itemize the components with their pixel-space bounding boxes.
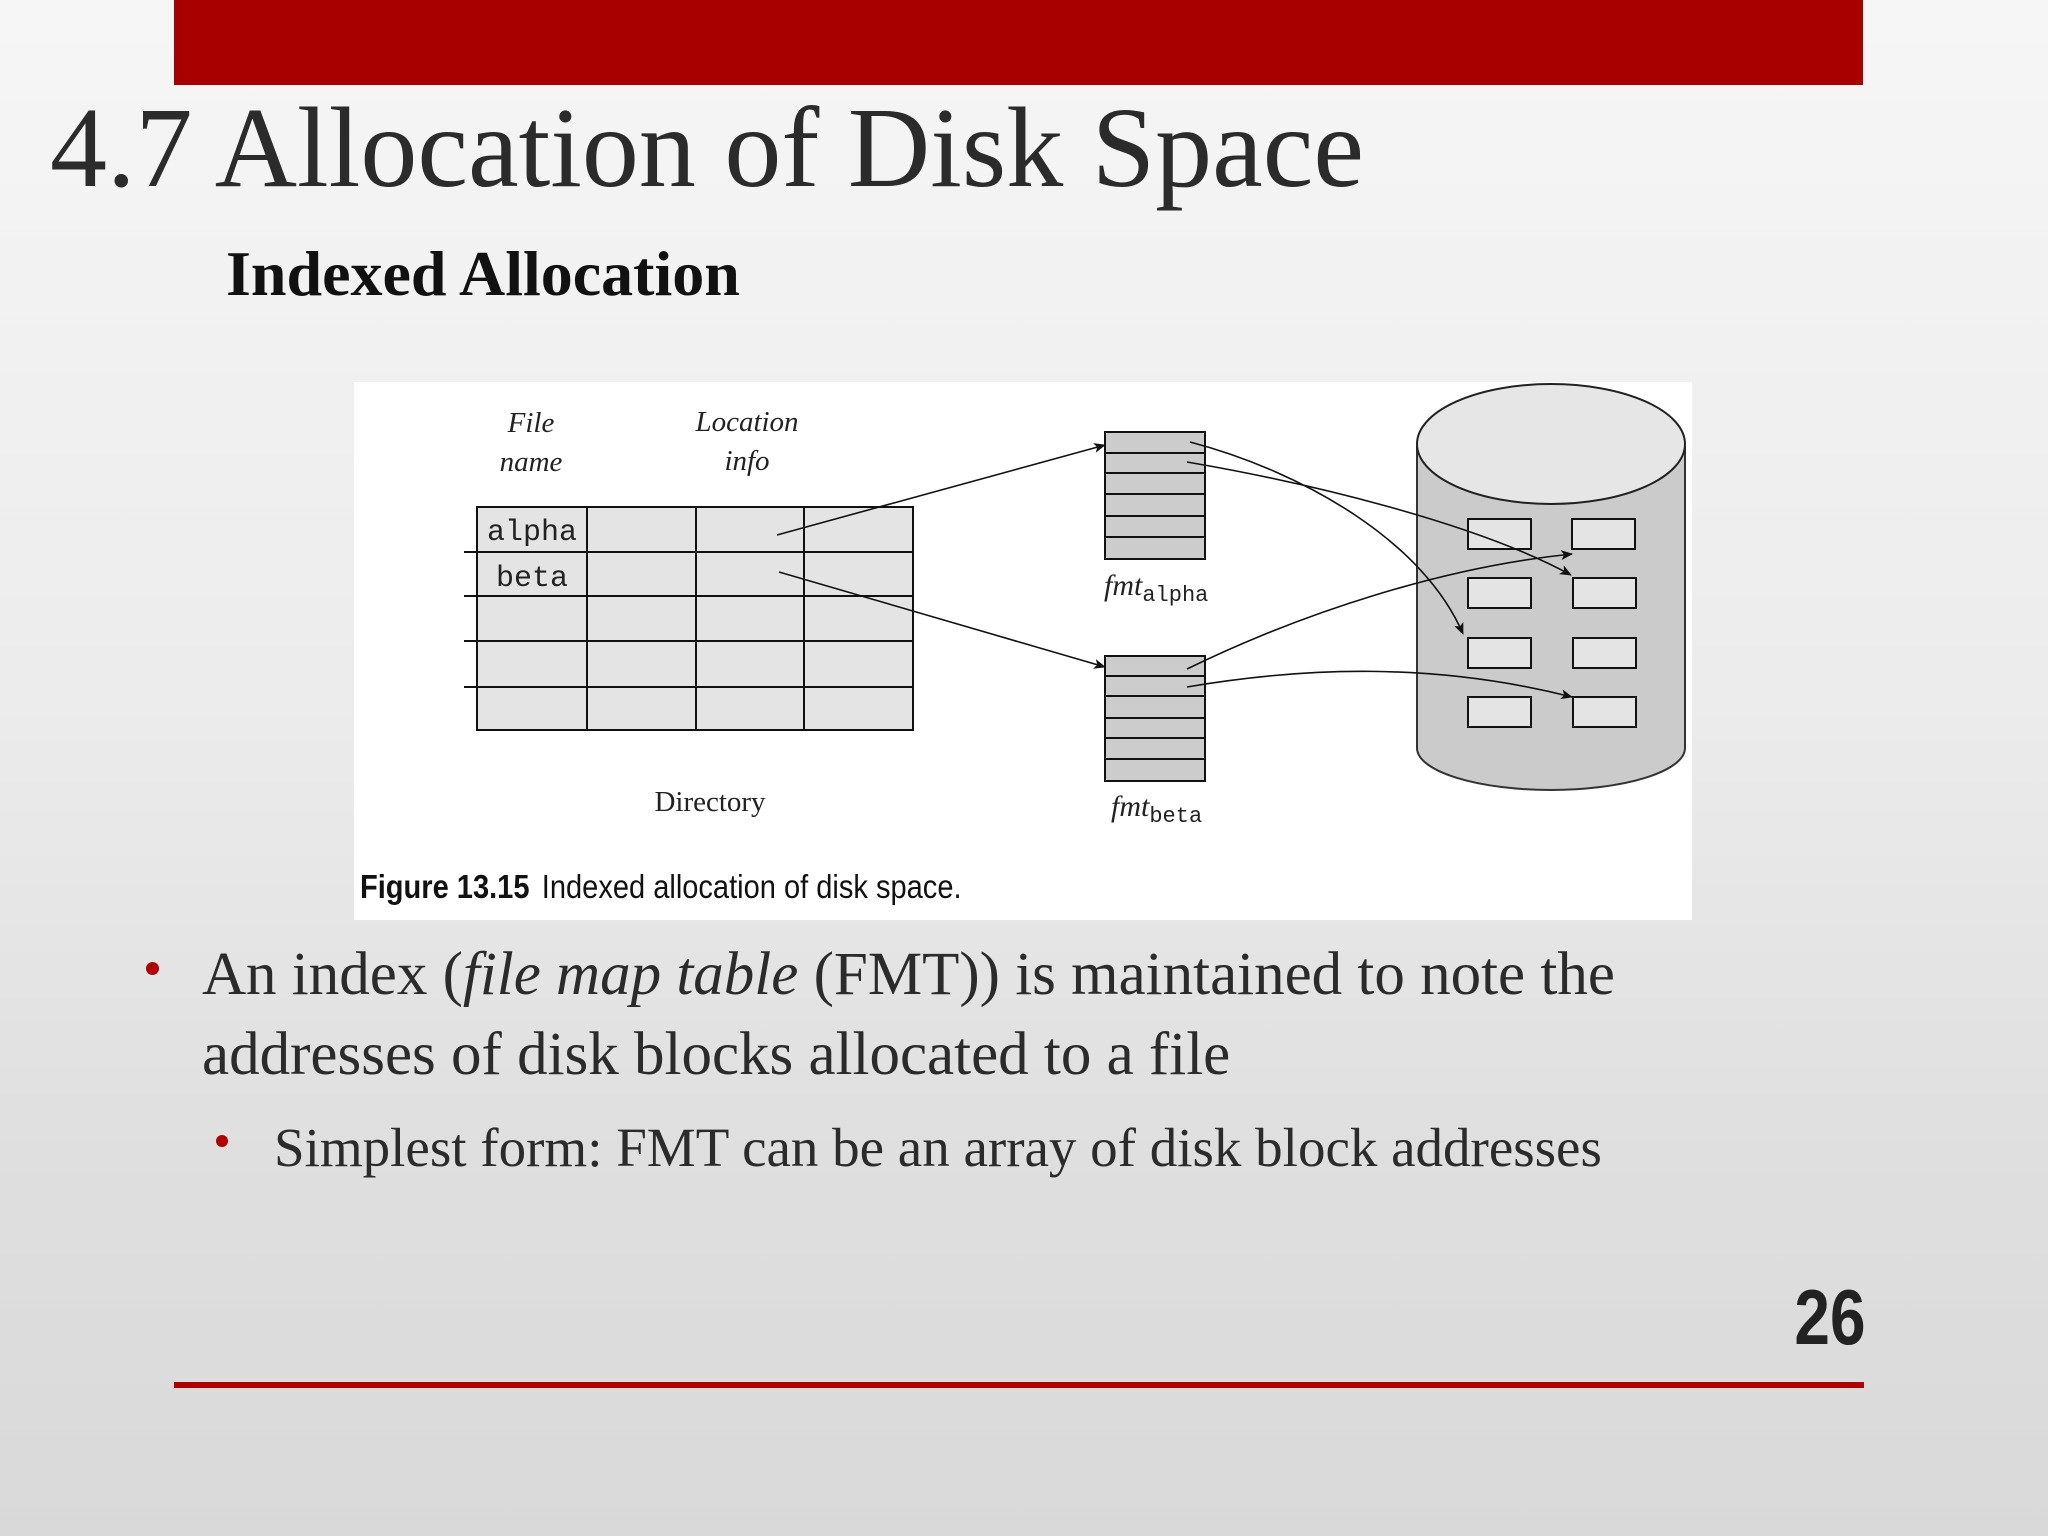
slide-subtitle: Indexed Allocation [226,238,740,309]
header-name-label: name [500,446,563,478]
header-location-label: Location [694,406,798,438]
figure-number: Figure 13.15 [360,868,530,905]
fmt-alpha-entry1-arrow [1189,441,1464,635]
page-number: 26 [1794,1273,1866,1361]
directory-label: Directory [654,786,766,818]
fmt-alpha-entry2-arrow [1186,461,1572,576]
row-alpha-name: alpha [487,516,577,550]
bullet-1-line-2: addresses of disk blocks allocated to a … [202,1021,1231,1088]
sub-bullet-1: Simplest form: FMT can be an array of di… [274,1117,1602,1178]
fmt-term: file map table [462,941,799,1008]
beta-pointer-arrow [778,571,1106,669]
disk-cylinder [1416,383,1686,791]
indexed-allocation-figure: File name Location info alpha beta Direc… [354,382,1692,920]
sub-bullet-dot-icon [216,1135,228,1147]
figure-diagram: File name Location info alpha beta Direc… [464,383,1686,829]
slide-title: 4.7 Allocation of Disk Space [50,84,1364,211]
fmt-alpha-label: fmtalpha [1104,569,1208,608]
fmt-beta-entry1-arrow [1186,550,1573,670]
fmt-beta-label: fmtbeta [1111,790,1202,829]
row-beta-name: beta [496,562,568,596]
disk-blocks [1467,518,1637,728]
alpha-pointer-arrow [776,443,1106,536]
directory-table [464,506,914,731]
bullet-1: An index (file map table (FMT)) is maint… [202,941,1615,1008]
bullet-dot-icon [146,962,159,975]
header-info-label: info [724,445,769,477]
figure-caption: Figure 13.15 Indexed allocation of disk s… [360,868,962,906]
footer-accent-rule [174,1382,1864,1388]
figure-caption-text: Indexed allocation of disk space. [541,868,962,905]
header-file-label: File [507,407,555,439]
fmt-alpha-table [1104,431,1206,560]
header-accent-bar [174,0,1863,85]
fmt-beta-entry2-arrow [1186,670,1573,700]
fmt-beta-table [1104,655,1206,782]
